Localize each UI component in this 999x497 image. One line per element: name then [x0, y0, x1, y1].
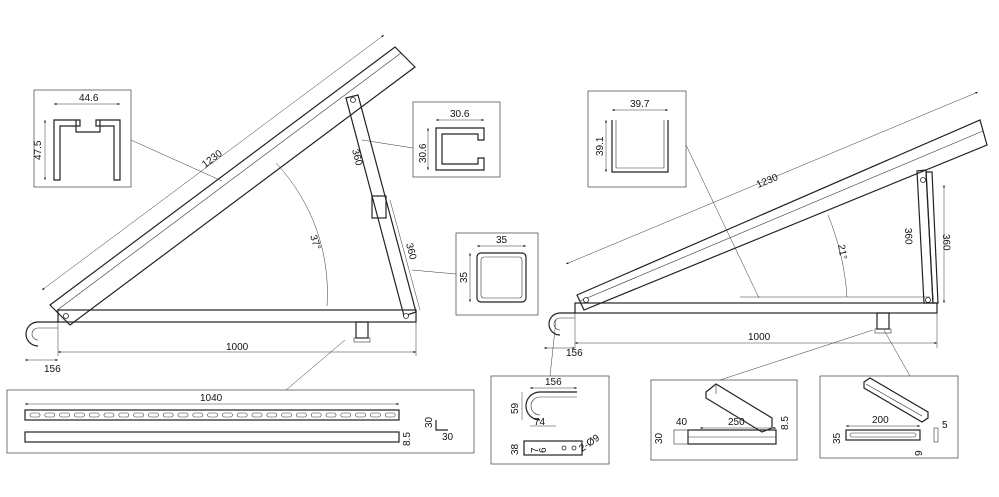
- left-leg-joint: [371, 195, 387, 219]
- rail-slot: [370, 412, 381, 418]
- left-front-leg-dim: 360: [349, 148, 364, 167]
- right-base-length: 1000: [748, 332, 771, 343]
- right-rail-profile-width: 39.7: [630, 99, 650, 110]
- square-profile-callout: 35 35: [411, 232, 539, 316]
- right-rail-profile-callout: 39.7 39.1: [587, 90, 760, 299]
- left-hook: [25, 321, 58, 347]
- hook-plate-b: 6: [538, 447, 549, 453]
- right-rear-leg-dim: 360: [940, 234, 952, 251]
- rail-slot: [310, 412, 322, 418]
- right-base-rail: [574, 302, 938, 314]
- base-rail-section-h: 30: [424, 416, 435, 428]
- left-rail-profile-callout: 44.6 47.5: [33, 89, 223, 188]
- rail-slot: [340, 412, 352, 418]
- right-front-leg-dim: 360: [902, 228, 914, 245]
- right-hook-offset: 156: [566, 348, 583, 359]
- rail-slot: [325, 412, 337, 418]
- connector-thickness: 8.5: [780, 416, 791, 430]
- rail-slot: [384, 412, 396, 418]
- square-profile-height: 35: [459, 271, 470, 283]
- left-rear-leg: [345, 94, 417, 317]
- hook-plate-a: 7: [530, 447, 541, 453]
- clamp-width: 9: [914, 450, 925, 456]
- slot-row: [29, 412, 396, 418]
- left-rear-leg-dim: 360: [403, 242, 418, 261]
- left-hook-offset: 156: [44, 364, 61, 375]
- right-angle-label: 21°: [835, 244, 848, 261]
- left-base-rail: [57, 309, 417, 323]
- connector-height: 30: [654, 432, 665, 444]
- left-base-length: 1000: [226, 342, 249, 353]
- rail-slot: [222, 412, 233, 418]
- right-front-leg: [916, 169, 934, 304]
- rail-slot: [177, 412, 189, 418]
- rail-slot: [88, 412, 100, 418]
- rail-slot: [355, 412, 366, 418]
- right-rail-profile-height: 39.1: [595, 136, 606, 156]
- leg-c-profile-height: 30.6: [418, 143, 429, 163]
- connector-detail: 250 40 30 8.5: [650, 329, 874, 461]
- rail-slot: [207, 412, 218, 418]
- rail-slot: [118, 412, 130, 418]
- leg-c-profile-callout: 30.6 30.6: [361, 101, 501, 178]
- right-hook: [548, 312, 575, 336]
- hook-width: 156: [545, 377, 562, 388]
- hook-plate-height: 38: [510, 443, 521, 455]
- base-rail-thickness: 8.5: [402, 432, 413, 446]
- rail-slot: [133, 412, 144, 418]
- connector-end: 40: [676, 417, 688, 428]
- clamp-length: 200: [872, 415, 889, 426]
- rail-slot: [296, 412, 307, 418]
- base-rail-detail: 1040 30 30 8.5: [6, 339, 475, 454]
- square-profile-width: 35: [496, 235, 508, 246]
- rail-profile-height: 47.5: [33, 140, 44, 160]
- leg-c-profile-width: 30.6: [450, 109, 470, 120]
- clamp-thickness: 5: [942, 420, 948, 431]
- hook-height: 59: [510, 402, 521, 414]
- rail-slot: [44, 412, 56, 418]
- rail-slot: [74, 412, 85, 418]
- rail-slot: [148, 412, 159, 418]
- rail-slot: [103, 412, 115, 418]
- connector-length: 250: [728, 417, 745, 428]
- clamp-height: 35: [832, 432, 843, 444]
- rail-profile-width: 44.6: [79, 93, 99, 104]
- left-rail-length: 1230: [200, 148, 225, 170]
- rail-slot: [266, 412, 278, 418]
- left-angle-label: 37°: [307, 234, 322, 252]
- rail-slot: [192, 412, 204, 418]
- right-rail-length: 1230: [755, 172, 780, 191]
- right-rear-leg: [925, 171, 939, 304]
- hook-detail: 156 59 74 38 7 6 2-Ø9: [490, 319, 610, 465]
- hook-inner: 74: [534, 417, 546, 428]
- rail-slot: [281, 412, 292, 418]
- base-rail-section-w: 30: [442, 432, 454, 443]
- rail-slot: [59, 412, 70, 418]
- rail-slot: [251, 412, 263, 418]
- rail-slot: [162, 412, 174, 418]
- base-rail-length: 1040: [200, 393, 223, 404]
- rail-slot: [236, 412, 248, 418]
- rail-slot: [29, 412, 41, 418]
- clamp-detail: 200 35 9 5: [819, 329, 959, 459]
- left-angle-arc: [275, 162, 328, 307]
- left-frame: 37° 1230 360 360 1000 156: [25, 34, 421, 375]
